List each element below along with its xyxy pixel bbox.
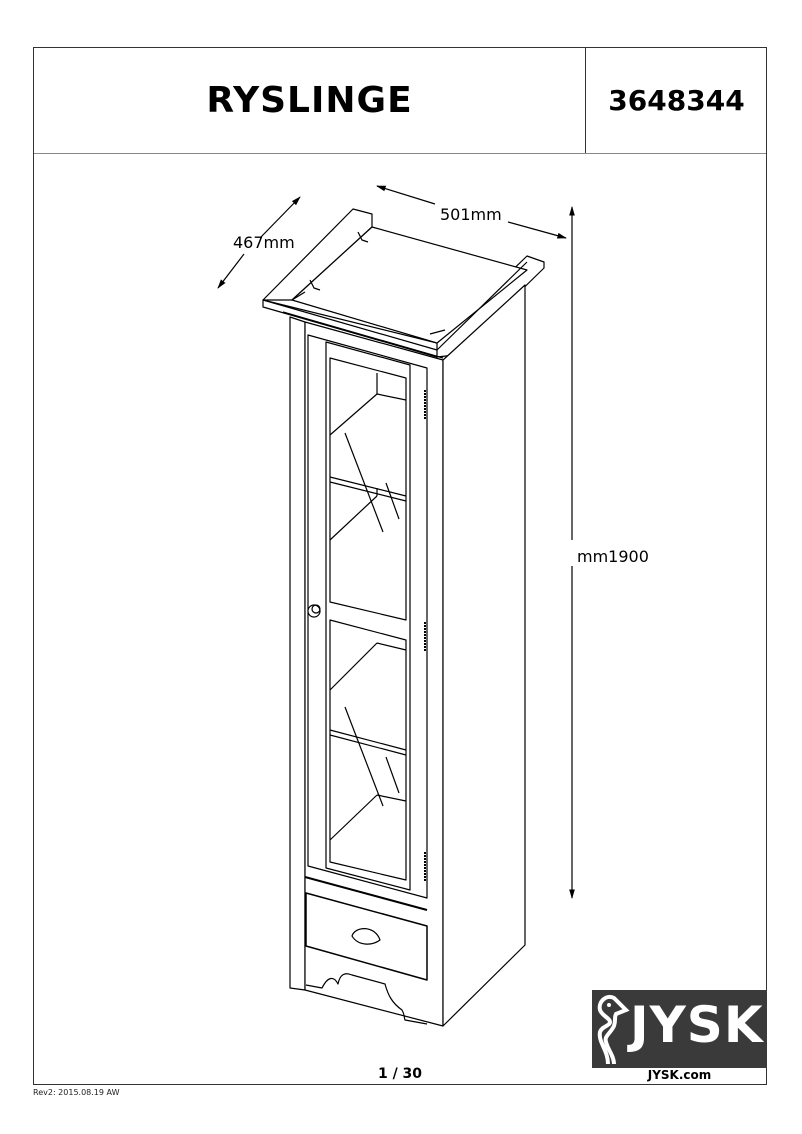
product-title: RYSLINGE [206,80,413,121]
header-divider [34,153,766,154]
product-code: 3648344 [608,84,745,117]
dimension-depth-arrow [217,196,301,289]
page-frame: RYSLINGE 3648344 [33,47,767,1085]
header-divider-vertical [585,48,586,154]
dimension-width-label: 501mm [440,205,502,224]
bird-icon [597,995,630,1065]
revision-note: Rev2: 2015.08.19 AW [33,1088,120,1097]
dimension-width-arrow [376,185,567,239]
dimension-height-label: mm1900 [577,547,649,566]
logo-url: JYSK.com [647,1068,712,1082]
logo-brand-text: JYSK [630,996,764,1054]
jysk-logo: JYSK [592,990,767,1068]
dimension-depth-label: 467mm [233,233,295,252]
page-number: 1 / 30 [377,1066,423,1082]
